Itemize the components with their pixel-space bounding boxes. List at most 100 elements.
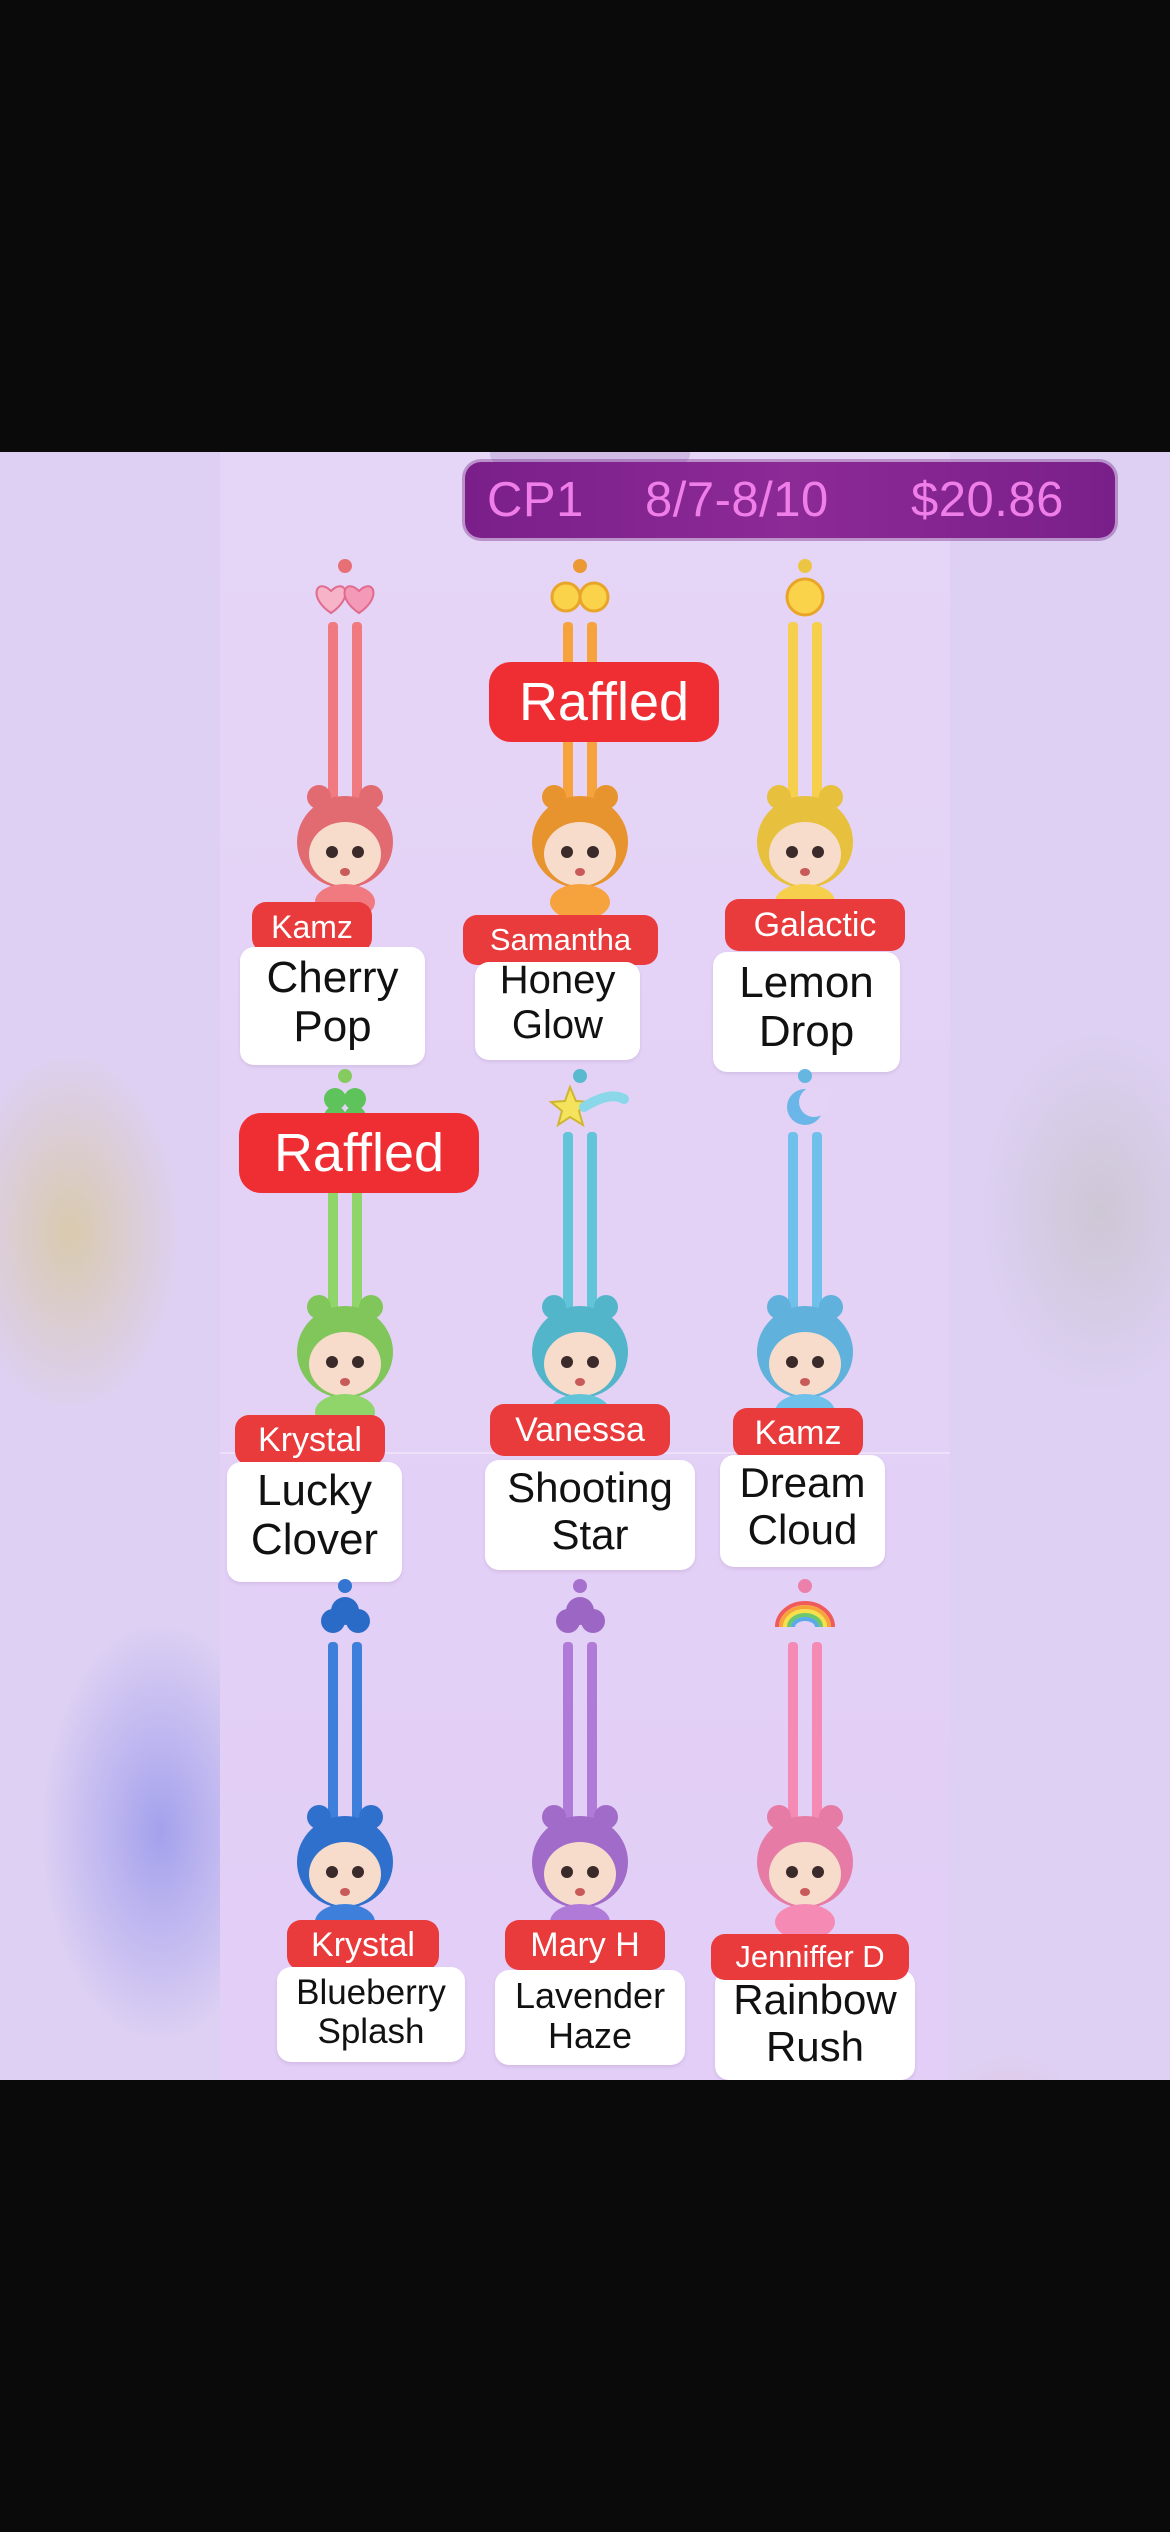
chopstick (563, 1132, 573, 1327)
faint-background-title (490, 452, 690, 464)
chopstick (812, 1132, 822, 1327)
item-name-label: Honey Glow (475, 958, 640, 1060)
item-blueberry-splash: Krystal Blueberry Splash (225, 1572, 465, 2080)
figure-face (544, 822, 616, 886)
figure-face (769, 1332, 841, 1396)
figure-face (309, 822, 381, 886)
item-rainbow-rush: Rainbow Rush Jenniffer D (685, 1572, 925, 2080)
figure-mouth (340, 1378, 350, 1386)
product-photo: CP1 8/7-8/10 $20.86 Kamz Cherry Pop Sama… (0, 452, 1170, 2080)
item-lavender-haze: Mary H Lavender Haze (460, 1572, 700, 2080)
claimed-by-tag: Krystal (235, 1415, 385, 1465)
item-name-label: Blueberry Splash (277, 1967, 465, 2062)
stick-tip (573, 1069, 587, 1083)
rainbow-icon (775, 1601, 835, 1628)
price-header: CP1 8/7-8/10 $20.86 (465, 462, 1115, 538)
figure-eye (326, 1356, 338, 1368)
figure-rainbow-rush (757, 1579, 853, 1940)
claimed-by-tag: Kamz (252, 902, 372, 952)
item-name-label: Dream Cloud (720, 1455, 885, 1567)
stick-tip (798, 1579, 812, 1593)
claimed-by-tag: Krystal (287, 1920, 439, 1970)
stick-tip (573, 1579, 587, 1593)
item-name-label: Cherry Pop (240, 947, 425, 1065)
item-name-label: Lemon Drop (713, 952, 900, 1072)
moon-cutout (799, 1087, 829, 1117)
figure-mouth (800, 1378, 810, 1386)
claimed-by-tag: Vanessa (490, 1404, 670, 1456)
figure-mouth (575, 868, 585, 876)
item-lucky-clover: Krystal Lucky Clover Raffled (225, 1062, 479, 1582)
figure-dream-cloud (757, 1069, 853, 1430)
product-card: CP1 8/7-8/10 $20.86 Kamz Cherry Pop Sama… (220, 452, 1115, 2080)
figure-lavender-haze (532, 1579, 628, 1940)
figure-blueberry-splash (297, 1579, 393, 1940)
stick-tip (573, 559, 587, 573)
date-range: 8/7-8/10 (645, 473, 829, 527)
figure-mouth (340, 1888, 350, 1896)
figure-mouth (800, 868, 810, 876)
stick-tip (338, 1069, 352, 1083)
chopstick (352, 622, 362, 817)
heart-icon (343, 585, 375, 615)
figure-eye (561, 1356, 573, 1368)
chopstick (352, 1642, 362, 1837)
figure-eye (786, 846, 798, 858)
chopstick (788, 1132, 798, 1327)
figure-mouth (340, 868, 350, 876)
claimed-by-tag: Kamz (733, 1408, 863, 1458)
figure-mouth (575, 1378, 585, 1386)
item-cherry-pop: Kamz Cherry Pop (225, 552, 465, 1065)
chopstick (563, 1642, 573, 1837)
cloud-icon (346, 1609, 370, 1633)
figure-mouth (575, 1888, 585, 1896)
figure-eye (812, 846, 824, 858)
price: $20.86 (911, 473, 1064, 527)
chopstick (328, 1642, 338, 1837)
rainbow-icon (791, 1617, 819, 1628)
item-name-label: Lavender Haze (495, 1970, 685, 2065)
raffled-stamp: Raffled (239, 1113, 479, 1193)
figure-honey-glow (532, 559, 628, 920)
figure-shooting-star (532, 1069, 629, 1430)
item-lemon-drop: Galactic Lemon Drop (685, 552, 925, 1072)
figure-eye (561, 846, 573, 858)
item-name-label: Shooting Star (485, 1460, 695, 1570)
chopstick (328, 622, 338, 817)
sun-icon (785, 577, 825, 617)
figure-eye (326, 1866, 338, 1878)
stick-tip (338, 559, 352, 573)
item-name-label: Lucky Clover (227, 1462, 402, 1582)
chopstick (587, 1132, 597, 1327)
figure-eye (587, 1356, 599, 1368)
sun-icon (578, 581, 610, 613)
letterbox-top (0, 0, 1170, 452)
chopstick (812, 1642, 822, 1837)
letterbox-bottom (0, 2080, 1170, 2532)
figure-eye (587, 1866, 599, 1878)
figure-body (775, 1904, 835, 1940)
clover-leaf-icon (344, 1088, 366, 1110)
figure-mouth (800, 1888, 810, 1896)
figure-lemon-drop (757, 559, 853, 920)
rainbow-icon (779, 1605, 831, 1628)
figure-eye (587, 846, 599, 858)
figure-face (309, 1842, 381, 1906)
item-dream-cloud: Kamz Dream Cloud (685, 1062, 925, 1572)
stick-tip (798, 559, 812, 573)
figure-eye (352, 846, 364, 858)
stick-tip (798, 1069, 812, 1083)
figure-eye (786, 1866, 798, 1878)
chopstick (587, 1642, 597, 1837)
figure-eye (326, 846, 338, 858)
chopstick (788, 1642, 798, 1837)
chopstick (812, 622, 822, 817)
claimed-by-tag: Mary H (505, 1920, 665, 1970)
cloud-icon (581, 1609, 605, 1633)
figure-eye (352, 1356, 364, 1368)
figure-face (544, 1842, 616, 1906)
claimed-by-tag: Jenniffer D (711, 1934, 909, 1980)
figure-cherry-pop (297, 559, 393, 920)
figure-face (769, 1842, 841, 1906)
chopstick (788, 622, 798, 817)
